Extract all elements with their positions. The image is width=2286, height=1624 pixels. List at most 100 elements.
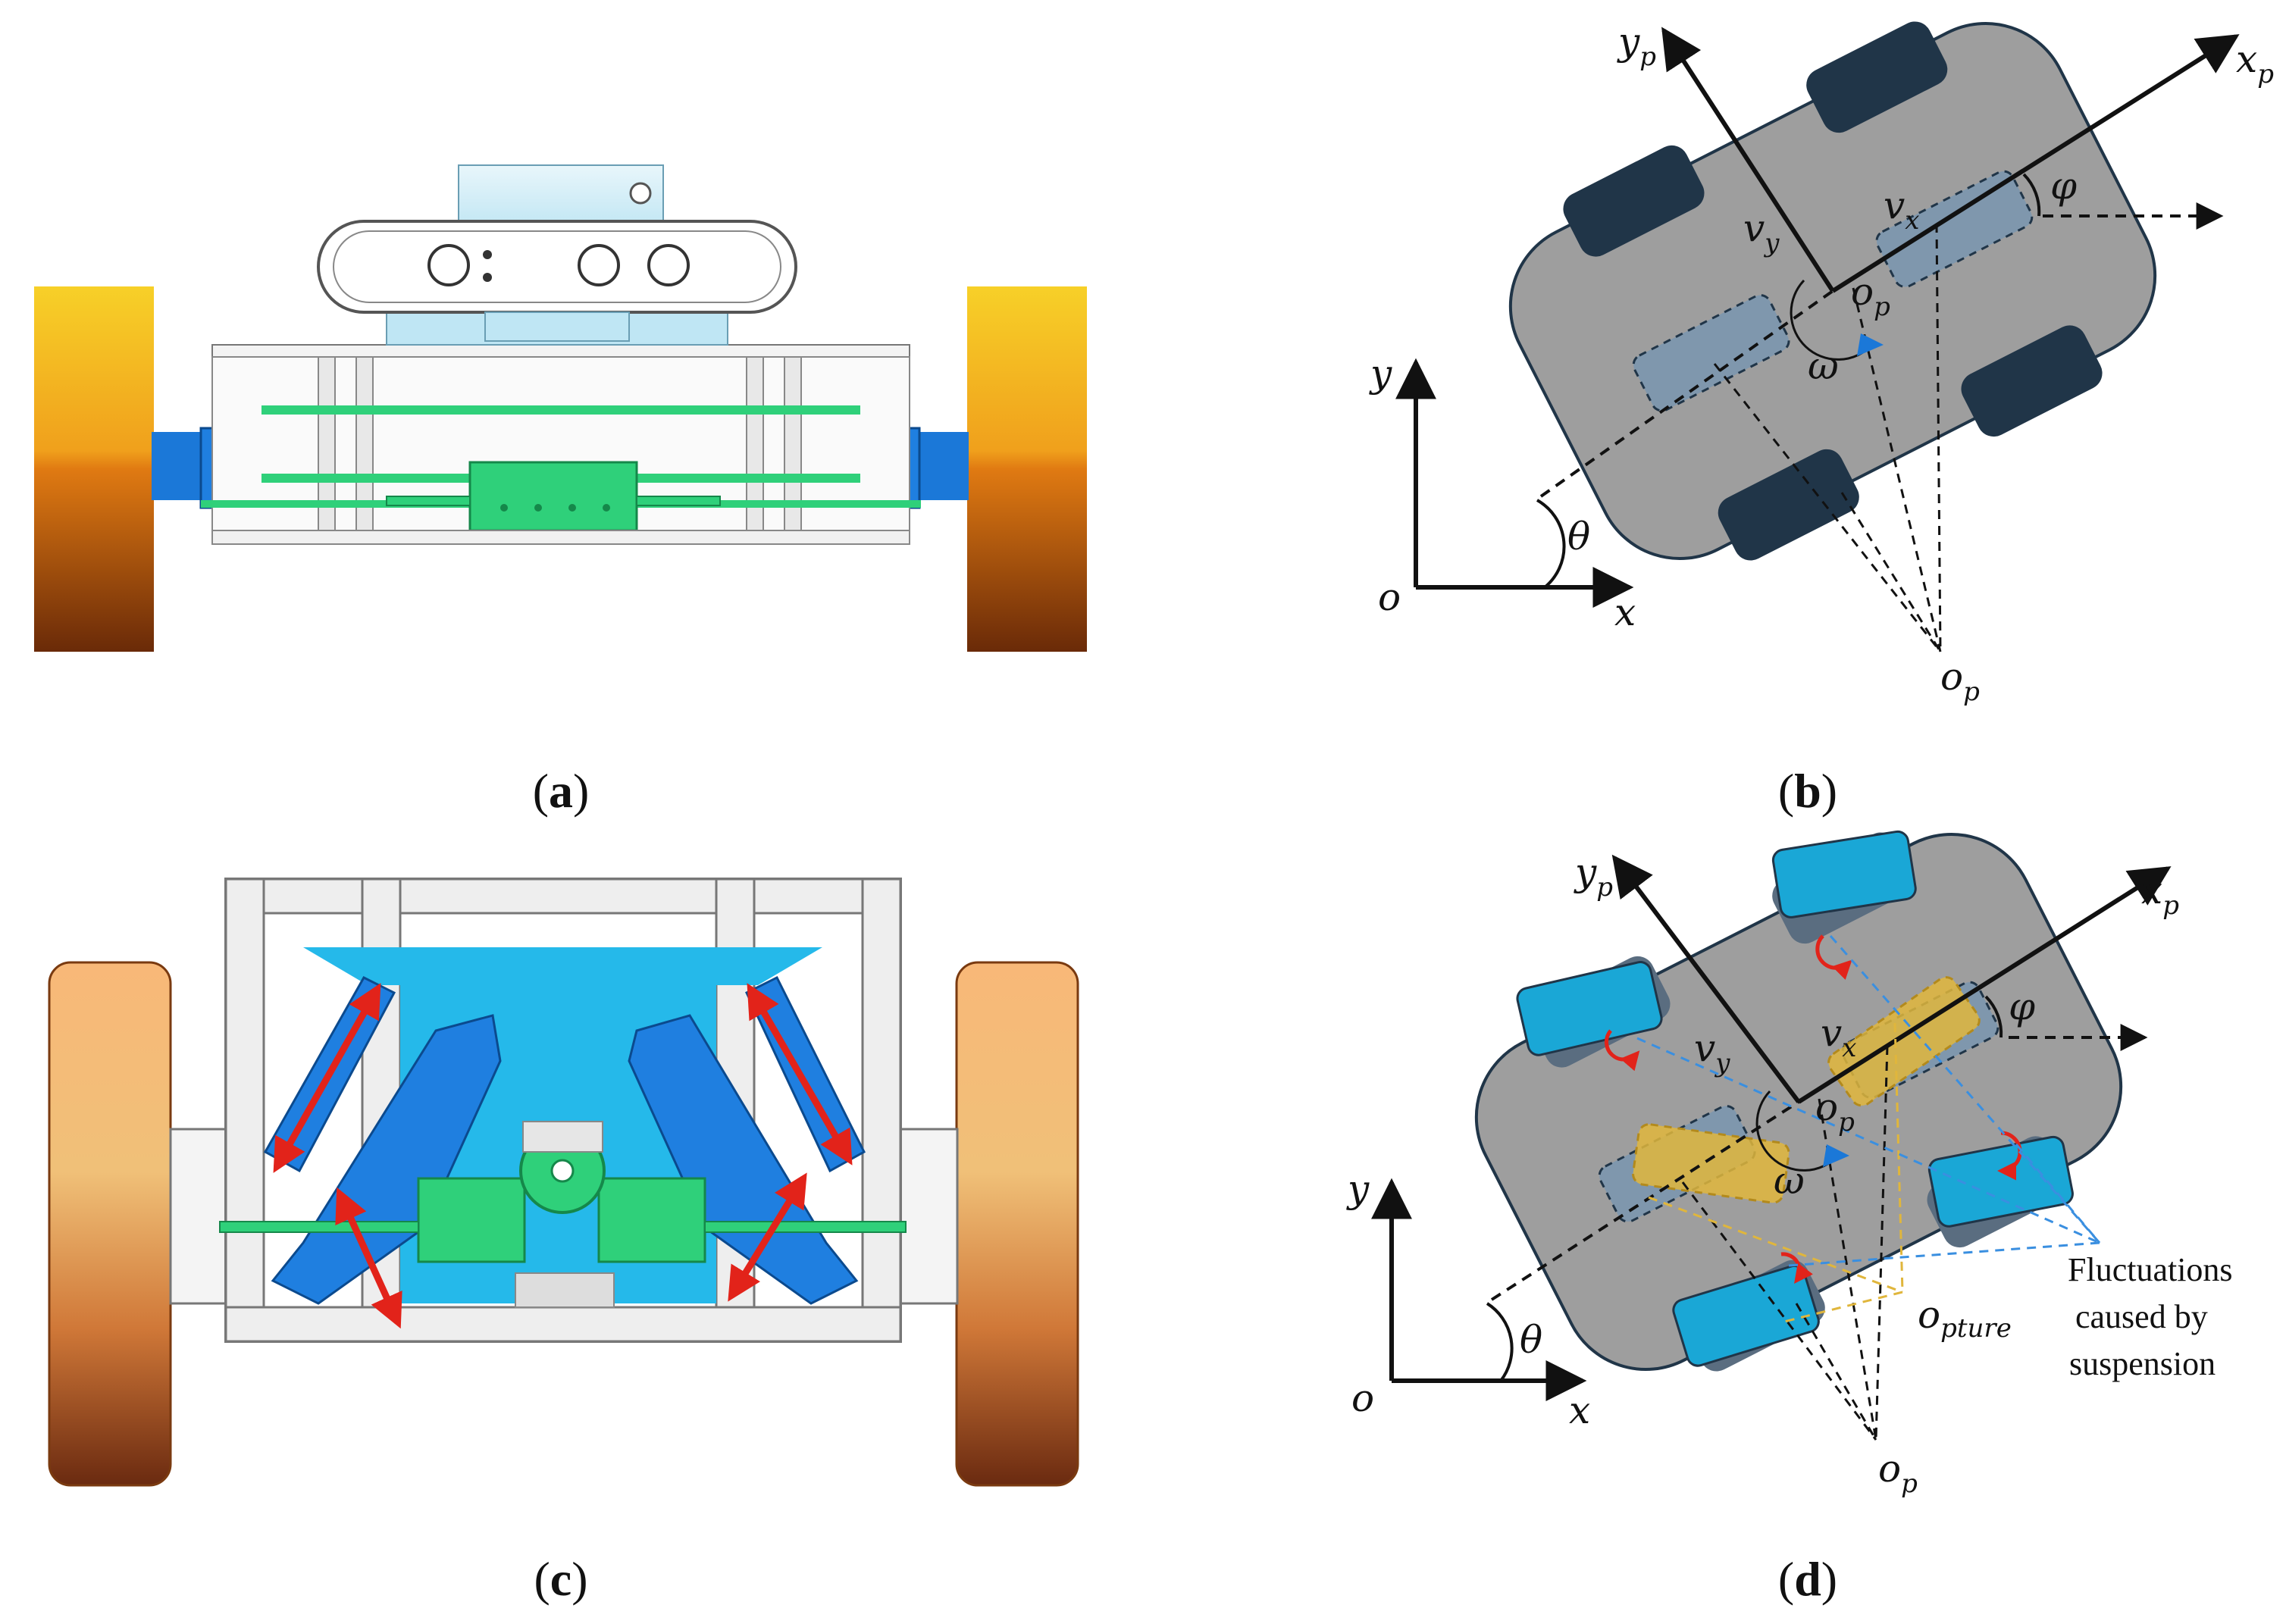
bottom-plate xyxy=(211,530,910,545)
rear-left-wheel xyxy=(1563,145,1705,257)
phi-arc xyxy=(2022,173,2041,217)
icr-line xyxy=(1818,1098,1877,1441)
label-opture: opture xyxy=(1918,1293,2012,1344)
panel-b: yp xp φ vx vy op ω y θ o x op xyxy=(1369,20,2274,707)
rear-right-wheel xyxy=(1718,449,1859,561)
fluctuation-arrow xyxy=(1780,1252,1813,1284)
frame-post xyxy=(746,356,764,543)
fluctuation-line xyxy=(1788,1241,2100,1267)
fluctuation-line xyxy=(1829,935,2101,1244)
label-xp: xp xyxy=(2141,868,2179,921)
label-vx: vx xyxy=(1884,183,1919,236)
label-vy: vy xyxy=(1694,1026,1730,1078)
camera-dot xyxy=(483,273,492,282)
label-y-world: y xyxy=(1346,1167,1370,1211)
blue-top-shape xyxy=(303,947,822,985)
green-rail xyxy=(261,405,860,415)
panel-c xyxy=(48,878,1079,1487)
theta-arc xyxy=(1536,499,1566,589)
left-hub xyxy=(152,432,205,500)
true-icr-line xyxy=(1780,1291,1903,1324)
label-vy: vy xyxy=(1743,206,1780,258)
label-yp: yp xyxy=(1617,20,1656,72)
icr-line xyxy=(1795,1303,1877,1441)
label-x-world: x xyxy=(1569,1388,1590,1432)
steering-gear-box xyxy=(468,461,638,532)
panel-a xyxy=(34,164,1087,652)
lidar-hole xyxy=(629,182,652,205)
depth-camera-inner xyxy=(333,230,781,303)
label-theta: θ xyxy=(1567,515,1590,559)
phi-arc xyxy=(1984,995,2003,1038)
left-slider-block xyxy=(417,1177,526,1263)
fluctuation-line xyxy=(2015,1144,2101,1244)
fluctuation-note: Fluctuations caused by suspension xyxy=(2068,1251,2241,1382)
motion-arrow xyxy=(728,1172,807,1302)
body-yp-axis xyxy=(1661,27,1835,293)
fluctuation-note-line2: caused by xyxy=(2075,1298,2208,1335)
tie-rod-right xyxy=(704,1221,907,1233)
caption-b: (b) xyxy=(1778,764,1837,818)
tie-rod xyxy=(636,496,721,506)
label-op-center: op xyxy=(1815,1085,1855,1137)
camera-lens xyxy=(578,244,620,286)
fluctuation-line xyxy=(1636,1037,2100,1244)
camera-lens xyxy=(647,244,690,286)
fluctuation-note-line3: suspension xyxy=(2069,1345,2216,1382)
camera-dot xyxy=(483,250,492,259)
frame-bottom-beam xyxy=(224,1306,902,1343)
icr-line xyxy=(1874,1045,1889,1441)
top-plate xyxy=(211,344,910,358)
label-x-world: x xyxy=(1614,590,1636,634)
motion-arrow xyxy=(273,983,381,1173)
label-omega: ω xyxy=(1774,1159,1805,1203)
label-phi: φ xyxy=(2009,984,2035,1028)
centerline-dashed xyxy=(1539,289,1834,498)
theta-arc xyxy=(1486,1302,1514,1382)
front-right-wheel xyxy=(1961,325,2103,437)
rear-true-wheel xyxy=(1632,1123,1790,1204)
frame-post xyxy=(318,356,336,543)
gear-hole xyxy=(534,504,542,512)
right-slider-block xyxy=(597,1177,706,1263)
front-virtual-wheel xyxy=(1875,170,2034,288)
true-icr-line xyxy=(1648,1196,1903,1294)
omega-arc xyxy=(1790,279,1874,361)
label-o-world: o xyxy=(1351,1376,1374,1420)
omega-arrowhead xyxy=(1857,333,1884,356)
depth-camera xyxy=(317,220,797,314)
rear-left-wheel-actual xyxy=(1516,961,1663,1056)
gear-hole xyxy=(568,504,576,512)
rear-right-wheel-actual xyxy=(1672,1264,1820,1367)
label-yp: yp xyxy=(1574,850,1613,903)
camera-lens xyxy=(427,244,470,286)
front-right-wheel-actual xyxy=(1927,1135,2074,1228)
motion-arrow xyxy=(335,1187,402,1329)
frame-upright xyxy=(861,878,902,1343)
fluctuation-note-line1: Fluctuations xyxy=(2068,1251,2233,1288)
label-theta: θ xyxy=(1520,1318,1542,1362)
motion-arrow xyxy=(747,983,853,1166)
label-vx: vx xyxy=(1821,1011,1856,1063)
bottom-plate-c xyxy=(515,1272,615,1308)
fluctuation-arrow xyxy=(1815,934,1852,980)
label-op-icr: op xyxy=(1940,655,1980,707)
left-tire xyxy=(34,286,154,652)
gear-hole xyxy=(603,504,610,512)
omega-arc xyxy=(1755,1090,1840,1172)
front-left-wheel xyxy=(1806,21,1948,133)
caption-c: (c) xyxy=(534,1552,587,1606)
camera-base xyxy=(484,311,630,342)
centerline-dashed xyxy=(1490,1100,1800,1301)
label-op-icr: op xyxy=(1878,1447,1918,1499)
icr-line xyxy=(1840,492,1942,652)
omega-arrowhead xyxy=(1823,1144,1849,1167)
caption-a: (a) xyxy=(533,764,590,818)
frame-top-beam xyxy=(224,878,902,915)
label-xp: xp xyxy=(2236,37,2274,89)
label-op-center: op xyxy=(1851,270,1890,322)
tie-rod-left xyxy=(219,1221,419,1233)
body-xp-axis xyxy=(1797,866,2172,1104)
steering-gear-hub xyxy=(550,1159,575,1183)
right-tire-c xyxy=(955,961,1079,1487)
